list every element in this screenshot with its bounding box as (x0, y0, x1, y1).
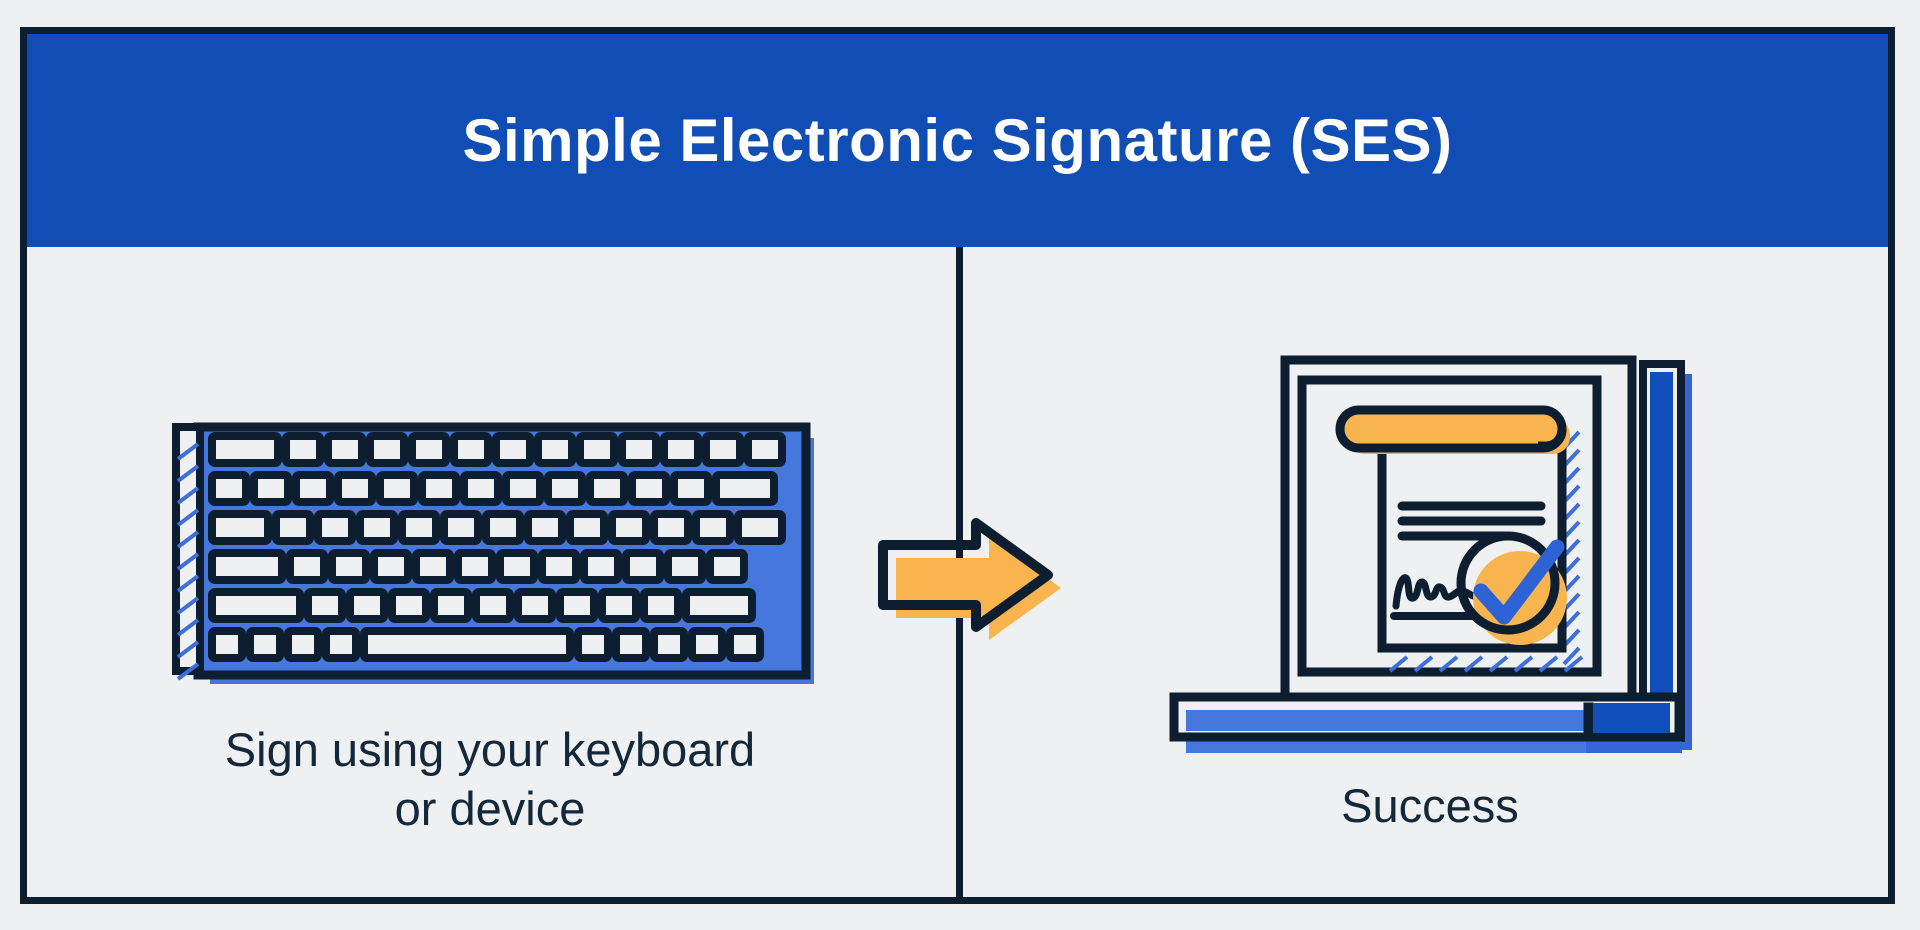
keyboard-key (412, 549, 454, 584)
keyboard-key (670, 471, 712, 506)
keyboard-key (576, 432, 618, 467)
laptop-signed-document-illustration (1169, 355, 1692, 753)
keyboard-key (376, 471, 418, 506)
keyboard-key (304, 588, 346, 623)
keyboard-key (502, 471, 544, 506)
keyboard-key (664, 549, 706, 584)
keyboard-hatch-lines (176, 442, 200, 681)
keyboard-hatch-strip (172, 423, 204, 681)
left-caption-line2: or device (394, 782, 586, 835)
keyboard-key (692, 510, 734, 545)
keyboard-key (284, 627, 322, 662)
page-title: Simple Electronic Signature (SES) (462, 107, 1453, 174)
keyboard-key (712, 471, 778, 506)
base-divider (1583, 702, 1594, 734)
keyboard-key (324, 432, 366, 467)
keyboard-key (682, 588, 756, 623)
badge-ring (1456, 531, 1560, 635)
keyboard-key (408, 432, 450, 467)
document-bottom-hatch (1388, 655, 1584, 673)
keyboard-key (612, 627, 650, 662)
keyboard-key (208, 471, 250, 506)
keyboard-key (360, 627, 574, 662)
keyboard-key (346, 588, 388, 623)
keyboard-key (640, 588, 682, 623)
keyboard-key (702, 432, 744, 467)
keyboard-key (454, 549, 496, 584)
keyboard-key (622, 549, 664, 584)
keyboard-key (482, 510, 524, 545)
keyboard-key (574, 627, 612, 662)
keyboard-key (460, 471, 502, 506)
header-band: Simple Electronic Signature (SES) (27, 34, 1888, 247)
keyboard-key (356, 510, 398, 545)
keyboard-key (726, 627, 764, 662)
keyboard-key (208, 432, 282, 467)
keyboard-illustration (172, 422, 814, 684)
keyboard-key (650, 510, 692, 545)
keyboard-key (650, 627, 688, 662)
keyboard-key (272, 510, 314, 545)
keyboard-key (492, 432, 534, 467)
left-caption: Sign using your keyboard or device (190, 720, 790, 838)
approval-badge (1456, 531, 1567, 645)
keyboard-key (538, 549, 580, 584)
scroll-curl (1538, 429, 1567, 451)
arrow-outline (878, 518, 1053, 632)
keyboard-key (472, 588, 514, 623)
scroll-top-bar (1335, 405, 1567, 453)
keyboard-key (292, 471, 334, 506)
keyboard-key (580, 549, 622, 584)
keyboard-key (618, 432, 660, 467)
keyboard-key (534, 432, 576, 467)
keyboard-key (322, 627, 360, 662)
keyboard-key (334, 471, 376, 506)
keyboard-key (246, 627, 284, 662)
keyboard-key (544, 471, 586, 506)
keyboard-key (556, 588, 598, 623)
keyboard-key (496, 549, 538, 584)
laptop-spine (1639, 360, 1692, 750)
keyboard-key (366, 432, 408, 467)
laptop-base (1169, 692, 1684, 753)
keyboard-key (328, 549, 370, 584)
right-caption: Success (1341, 779, 1519, 832)
keyboard-key (688, 627, 726, 662)
keyboard-key (734, 510, 786, 545)
keyboard-key (208, 510, 272, 545)
keyboard-key (418, 471, 460, 506)
keyboard-key (398, 510, 440, 545)
signature-icon (1392, 574, 1507, 610)
keyboard-key (566, 510, 608, 545)
arrow-right-icon (878, 518, 1061, 640)
keyboard-key (282, 432, 324, 467)
keyboard-key (440, 510, 482, 545)
keyboard-key (514, 588, 556, 623)
left-caption-line1: Sign using your keyboard (224, 723, 756, 776)
keyboard-key (450, 432, 492, 467)
keyboard-key (208, 549, 286, 584)
keyboard-key (586, 471, 628, 506)
keyboard-key (250, 471, 292, 506)
keyboard-key (430, 588, 472, 623)
checkmark-icon (1473, 539, 1565, 625)
keyboard-key (208, 588, 304, 623)
keyboard-key (660, 432, 702, 467)
keyboard-key (524, 510, 566, 545)
keyboard-key (706, 549, 748, 584)
keyboard-key (608, 510, 650, 545)
keyboard-key (370, 549, 412, 584)
keyboard-key (744, 432, 786, 467)
keyboard-key (598, 588, 640, 623)
keyboard-key (388, 588, 430, 623)
keyboard-key (286, 549, 328, 584)
keyboard-key (628, 471, 670, 506)
keyboard-key (314, 510, 356, 545)
keyboard-key (208, 627, 246, 662)
infographic-frame: Simple Electronic Signature (SES) (20, 27, 1895, 904)
arrow-fill (896, 536, 1061, 640)
keyboard-keys (208, 432, 786, 662)
